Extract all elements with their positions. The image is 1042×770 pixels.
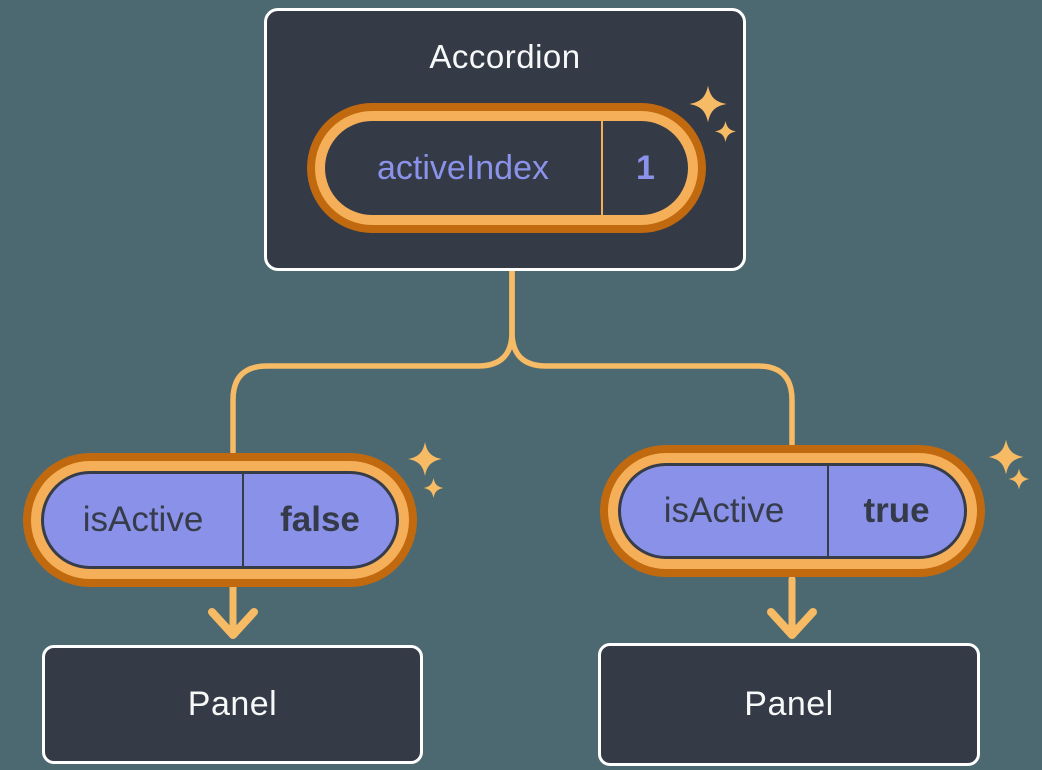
pill-divider (601, 121, 603, 215)
prop-pill-body: isActive false (41, 471, 399, 569)
panel-component-box-right: Panel (598, 643, 980, 766)
pill-divider (827, 466, 829, 556)
pill-divider (242, 474, 244, 566)
state-pill-label: activeIndex (377, 148, 549, 187)
sparkle-icon (423, 478, 444, 498)
state-pill-active-index: activeIndex 1 (307, 103, 706, 233)
prop-pill-ring: isActive false (31, 461, 409, 579)
accordion-title: Accordion (429, 38, 581, 75)
prop-pill-value: false (280, 500, 360, 539)
sparkle-icon (408, 442, 442, 476)
prop-pill-ring: isActive true (608, 453, 977, 569)
prop-pill-label: isActive (82, 500, 204, 539)
arrow-down-right (767, 575, 817, 639)
arrow-down-left (208, 582, 258, 639)
branch-line-right (509, 270, 795, 448)
sparkle-icon (988, 439, 1024, 475)
state-pill-ring: activeIndex 1 (315, 111, 698, 225)
panel-component-box-left: Panel (42, 645, 423, 764)
prop-pill-is-active-left: isActive false (23, 453, 417, 587)
prop-pill-body: isActive true (618, 463, 967, 559)
state-pill-body: activeIndex 1 (325, 121, 688, 215)
prop-pill-label: isActive (663, 491, 785, 530)
branch-line-left (230, 270, 515, 456)
sparkle-icon (1008, 468, 1030, 490)
prop-pill-value: true (863, 491, 930, 530)
prop-pill-is-active-right: isActive true (600, 445, 985, 577)
state-pill-value: 1 (636, 148, 655, 187)
